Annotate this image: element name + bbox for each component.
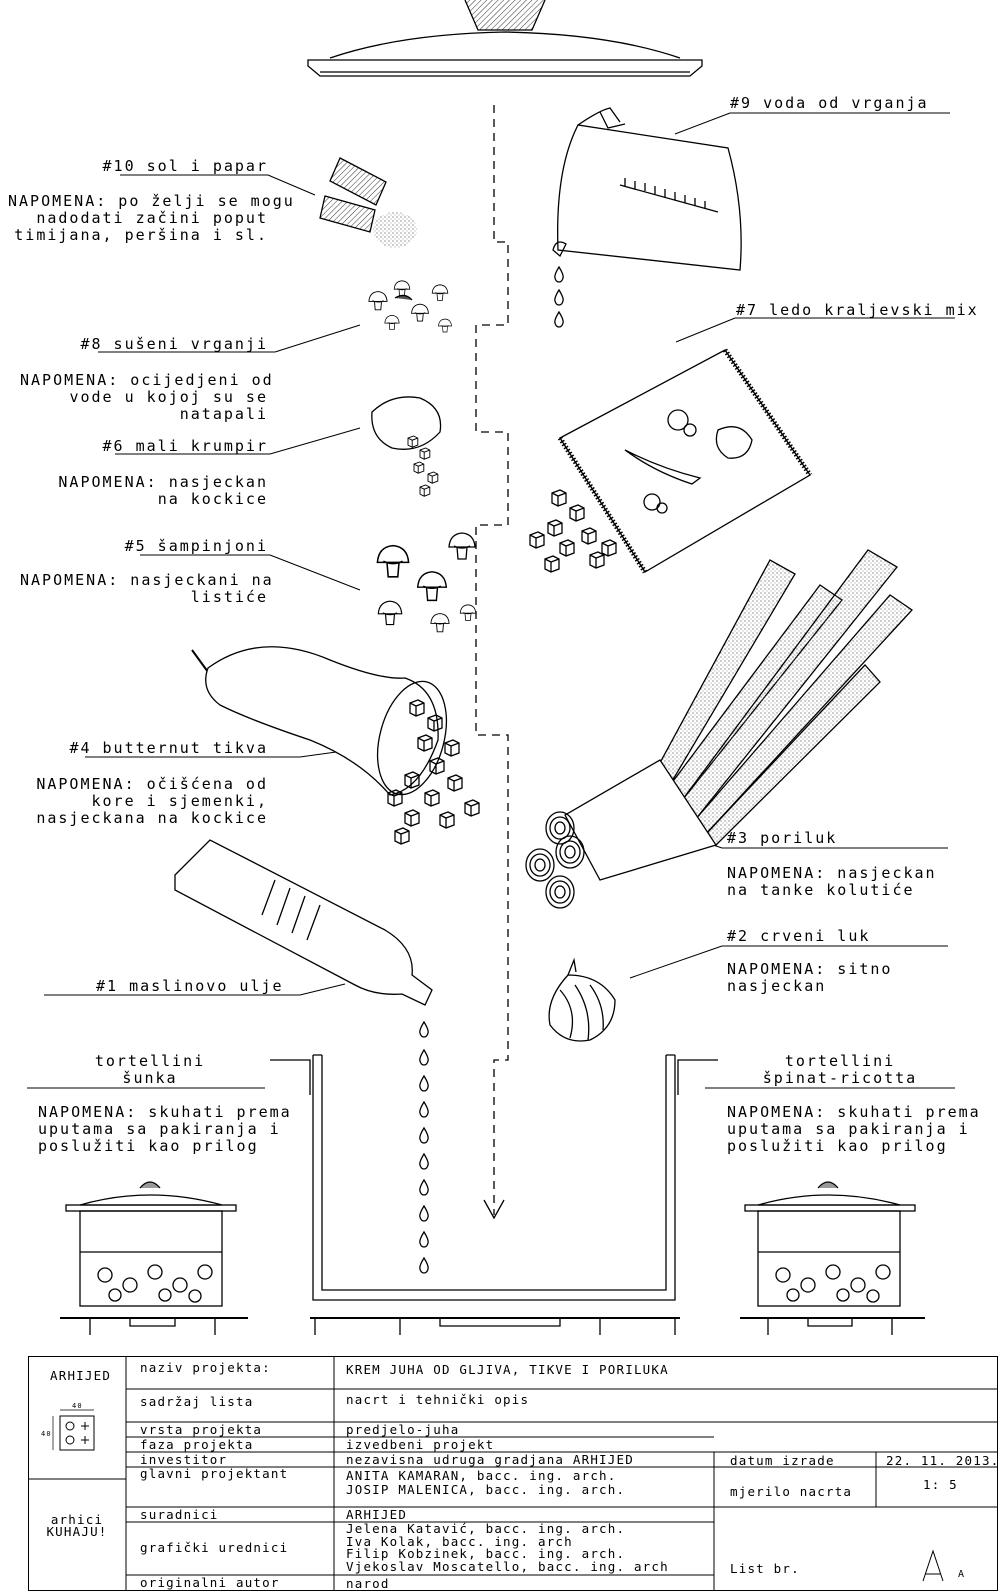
label-sheet-content: sadržaj lista [140, 1394, 254, 1409]
pot-lid [307, 0, 703, 77]
office-name: ARHIJED [50, 1368, 112, 1383]
value-project-name: KREM JUHA OD GLJIVA, TIKVE I PORILUKA [346, 1362, 669, 1377]
salt-pepper-shakers [319, 157, 417, 248]
butternut-squash [191, 646, 448, 796]
step-8-title: #8 sušeni vrganji [80, 335, 268, 353]
dried-porcini [368, 280, 452, 333]
step-5-title: #5 šampinjoni [124, 537, 268, 555]
step-2-title: #2 crveni luk [727, 927, 871, 945]
step-6-note: NAPOMENA: nasjeckan na kockice [58, 473, 268, 508]
label-original-author: originalni autor [140, 1575, 280, 1590]
value-lead-designer: ANITA KAMARAN, bacc. ing. arch. JOSIP MA… [346, 1468, 626, 1497]
title-block: ARHIJED 40 40 arhici KUHAJU! naziv proje… [28, 1356, 998, 1591]
step-7-title: #7 ledo kraljevski mix [736, 301, 979, 319]
red-onion [548, 957, 616, 1042]
sheet-number: A [958, 1569, 966, 1580]
label-project-name: naziv projekta: [140, 1360, 271, 1375]
left-side-note: NAPOMENA: skuhati prema uputama sa pakir… [38, 1103, 292, 1155]
label-lead-designer: glavni projektant [140, 1466, 289, 1481]
step-9-title: #9 voda od vrganja [730, 94, 929, 112]
value-graphic-editors: Jelena Katavić, bacc. ing. arch. Iva Kol… [346, 1521, 669, 1574]
main-pot [270, 1054, 718, 1335]
sheet-label: List br. [730, 1561, 800, 1576]
sheet-mark [922, 1549, 944, 1582]
step-4-note: NAPOMENA: očišćena od kore i sjemenki, n… [36, 775, 268, 827]
right-small-pot [740, 1181, 925, 1335]
value-project-type: predjelo-juha [346, 1422, 460, 1437]
label-project-phase: faza projekta [140, 1437, 254, 1452]
frozen-mix-bag [557, 348, 813, 574]
left-side-title: tortellini šunka [94, 1052, 206, 1087]
step-3-title: #3 poriluk [727, 829, 838, 847]
logo-dim-side: 40 [41, 1430, 52, 1438]
label-collaborators: suradnici [140, 1507, 219, 1522]
step-4-title: #4 butternut tikva [69, 739, 268, 757]
step-5-note: NAPOMENA: nasjeckani na listiće [20, 571, 274, 606]
value-project-phase: izvedbeni projekt [346, 1437, 495, 1452]
date-label: datum izrade [730, 1453, 835, 1468]
value-collaborators: ARHIJED [346, 1507, 408, 1522]
measuring-jug [552, 107, 742, 271]
label-graphic-editors: grafički urednici [140, 1540, 289, 1555]
value-sheet-content: nacrt i tehnički opis [346, 1392, 530, 1407]
step-6-title: #6 mali krumpir [102, 437, 268, 455]
left-small-pot [60, 1181, 248, 1335]
dashed-guide [475, 105, 509, 1215]
leek [564, 549, 913, 881]
right-side-note: NAPOMENA: skuhati prema uputama sa pakir… [727, 1103, 981, 1155]
team-name: arhici KUHAJU! [46, 1512, 108, 1539]
potato [371, 396, 442, 497]
step-2-note: NAPOMENA: sitno nasjeckan [727, 960, 893, 995]
step-1-title: #1 maslinovo ulje [96, 977, 284, 995]
logo-dim-top: 40 [72, 1402, 83, 1410]
step-8-note: NAPOMENA: ocijedjeni od vode u kojoj su … [20, 371, 274, 423]
label-investor: investitor [140, 1452, 228, 1467]
stove-logo-icon [52, 1409, 95, 1451]
step-10-note: NAPOMENA: po želji se mogu nadodati zači… [8, 192, 295, 244]
step-10-title: #10 sol i papar [102, 157, 268, 175]
right-side-title: tortellini špinat-ricotta [762, 1052, 918, 1087]
date-value: 22. 11. 2013. [886, 1453, 1000, 1468]
scale-value: 1: 5 [923, 1477, 958, 1492]
value-investor: nezavisna udruga gradjana ARHIJED [346, 1452, 634, 1467]
step-3-note: NAPOMENA: nasjeckan na tanke kolutiće [727, 864, 937, 899]
dashed-arrow-head [483, 1199, 505, 1220]
scale-label: mjerilo nacrta [730, 1484, 853, 1499]
oil-drops [419, 1021, 429, 1274]
champignons [376, 532, 477, 633]
value-original-author: narod [346, 1576, 390, 1591]
olive-oil-bottle [174, 839, 433, 1006]
label-project-type: vrsta projekta [140, 1422, 263, 1437]
